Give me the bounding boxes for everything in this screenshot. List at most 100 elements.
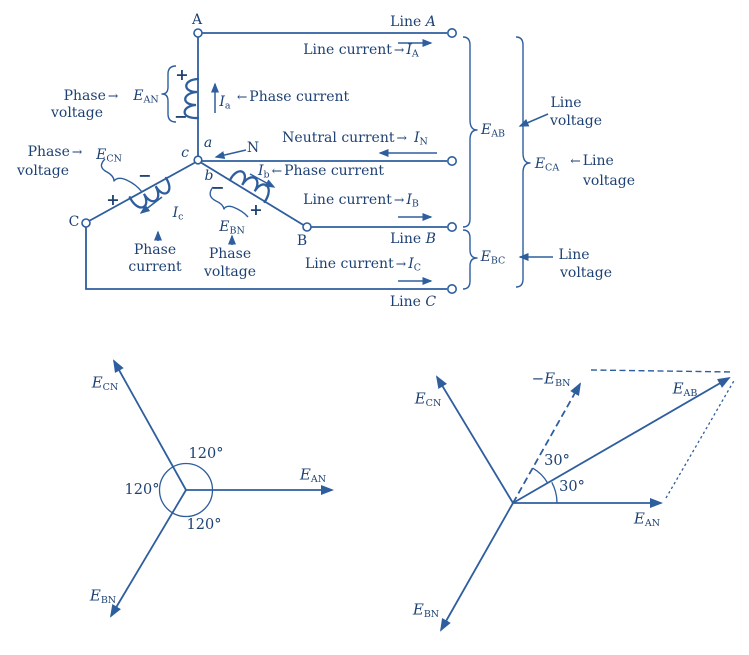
vector-e-cn-left (113, 359, 187, 491)
e-bc-symbol: EBC (480, 248, 506, 267)
arrow-right-icon: → (393, 191, 405, 207)
line-c-end-circle (446, 283, 457, 294)
minus-sign-phase-a: − (174, 107, 188, 126)
node-c-label: c (181, 145, 189, 161)
e-ca-brace (515, 36, 531, 288)
minus-sign-phase-b: − (211, 178, 225, 197)
phase-current-b-label: Ib←Phase current (258, 162, 384, 181)
phase-current-arrow-b (249, 173, 276, 188)
terminal-a-circle (193, 28, 203, 38)
phasor-right-e-an-label: EAN (633, 509, 661, 530)
arrow-right-icon: → (107, 88, 119, 103)
phasor-left-e-an-label: EAN (299, 465, 327, 486)
phase-b-voltage-brace (209, 186, 249, 218)
arrow-right-icon: → (395, 255, 407, 271)
line-voltage-bc-pointer-line1: Line (558, 247, 590, 263)
phase-current-c-caption-line2: current (128, 259, 182, 275)
e-cn-symbol: ECN (96, 146, 122, 165)
line-current-b-label: Line current→IB (303, 191, 419, 210)
terminal-a-label: A (191, 12, 203, 28)
terminal-b-circle (302, 222, 312, 232)
parallelogram-right-dashed (665, 378, 736, 499)
line-voltage-ab-pointer-line1: Line (550, 95, 582, 111)
arrows (139, 39, 553, 285)
terminal-b-label: B (296, 233, 308, 249)
line-c-label: Line C (389, 294, 437, 310)
angle-120-bottom-label: 120° (186, 516, 222, 533)
i-a-symbol: Ia (219, 93, 231, 112)
line-voltage-ca-pointer-line1: ←Line (570, 153, 614, 169)
line-current-c-label: Line current→IC (305, 255, 421, 274)
line-b-label: Line B (390, 231, 436, 247)
phase-voltage-an-pointer-line1: Phase→ (63, 88, 119, 104)
neutral-pointer-arrow (214, 149, 247, 159)
phase-b-winding-wire (199, 161, 306, 227)
angle-120-left-label: 120° (124, 481, 160, 498)
minus-sign-phase-c: − (138, 166, 152, 185)
e-ab-brace (462, 36, 478, 228)
angle-arc-lower-30 (551, 481, 558, 504)
phase-voltage-an-pointer-line2: voltage (50, 105, 104, 121)
plus-sign-phase-c: + (106, 190, 120, 209)
arrow-left-icon: ← (236, 89, 248, 104)
angle-30-lower-label: 30° (559, 478, 585, 495)
angle-arc-upper-30 (532, 467, 549, 484)
arrow-right-icon: → (71, 144, 83, 159)
e-bn-symbol: EBN (219, 218, 245, 237)
parallelogram-top-dashed (590, 369, 734, 373)
vector-e-ab (512, 376, 731, 504)
line-b-end-circle (446, 222, 457, 233)
phase-a-coil (183, 77, 200, 120)
phasor-left-e-bn-label: EBN (89, 586, 117, 607)
phasor-left-e-cn-label: ECN (91, 373, 119, 394)
angle-30-upper-label: 30° (544, 452, 570, 469)
vector-neg-e-bn-dashed (512, 382, 581, 504)
phase-a-polarity-brace (161, 65, 177, 123)
line-voltage-ab-pointer-arrow (518, 113, 549, 127)
angle-120-top-label: 120° (188, 445, 224, 462)
e-ca-symbol: ECA (534, 155, 560, 174)
line-current-a-label: Line current→IA (303, 41, 419, 60)
arrow-right-icon: → (396, 129, 407, 145)
vector-e-bn-left (109, 489, 187, 618)
phasor-diagram-120 (109, 359, 334, 618)
line-a-label: Line A (390, 14, 436, 30)
phasor-right-neg-e-bn-label: −EBN (531, 369, 571, 390)
terminal-c-label: C (68, 214, 80, 230)
arrow-right-icon: → (393, 41, 405, 57)
phase-voltage-cn-pointer-line1: Phase→ (27, 144, 83, 160)
arrow-left-icon: ← (570, 153, 581, 168)
phase-c-voltage-brace (100, 158, 143, 193)
circuit-wires (85, 32, 447, 290)
phase-voltage-cn-pointer-line2: voltage (16, 163, 70, 179)
phasor-right-e-ab-label: EAB (672, 379, 698, 400)
phase-voltage-bn-caption-line1: Phase (208, 246, 252, 262)
phase-current-arrow-c (139, 196, 163, 214)
i-c-symbol: Ic (172, 204, 184, 223)
line-a-end-circle (446, 27, 457, 38)
phasor-right-e-bn-label: EBN (412, 600, 440, 621)
phasor-right-e-cn-label: ECN (414, 389, 442, 410)
phase-current-c-caption-line1: Phase (133, 242, 177, 258)
line-voltage-bc-pointer-line2: voltage (559, 265, 613, 281)
vector-e-cn-right (435, 375, 514, 504)
neutral-current-label: Neutral current→IN (282, 129, 428, 148)
neutral-node-circle (193, 155, 203, 165)
phase-current-a-label: ←Phase current (236, 89, 350, 105)
neutral-label: N (246, 140, 260, 156)
vector-e-bn-right (440, 502, 514, 632)
plus-sign-phase-b: + (249, 200, 263, 219)
e-an-symbol: EAN (133, 87, 159, 106)
phase-voltage-bn-caption-line2: voltage (203, 264, 257, 280)
node-b-label: b (204, 168, 214, 184)
arrow-left-icon: ← (271, 162, 283, 178)
braces (100, 36, 531, 290)
phasor-diagram-30 (435, 369, 736, 632)
plus-sign-phase-a: + (175, 65, 189, 84)
line-voltage-ab-pointer-line2: voltage (549, 113, 603, 129)
e-bc-brace (462, 229, 478, 290)
line-c-wire (85, 227, 447, 290)
terminal-c-circle (81, 218, 91, 228)
